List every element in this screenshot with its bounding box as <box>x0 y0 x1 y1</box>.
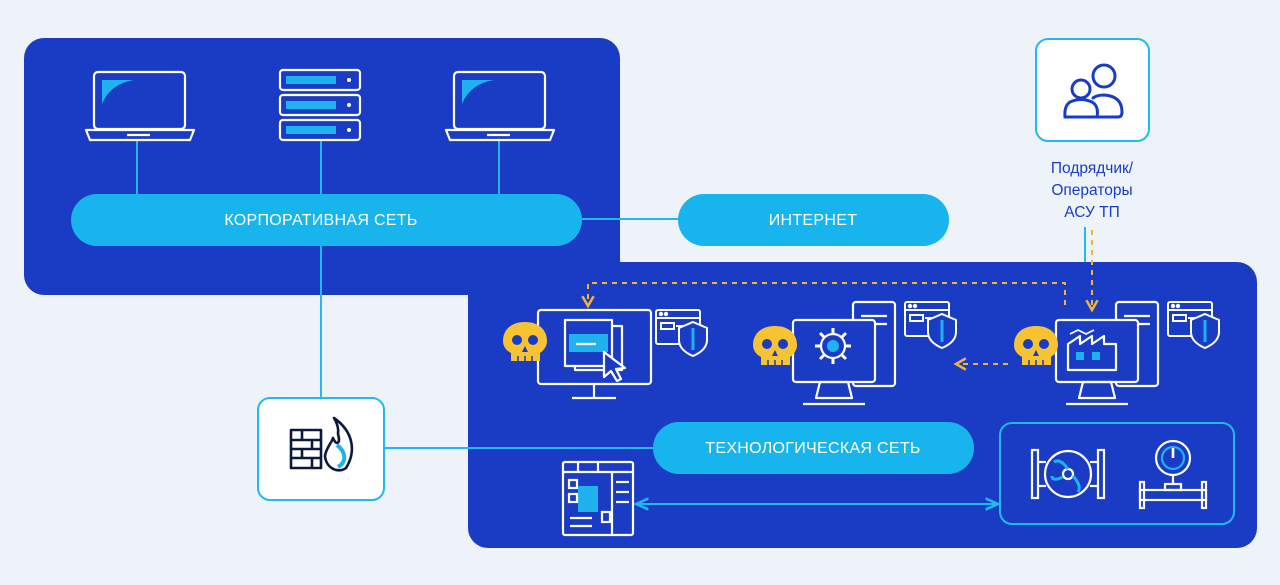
contractor-caption-line-2: Операторы <box>1051 182 1132 199</box>
valve-icon <box>1030 448 1106 500</box>
firewall-box <box>257 397 385 501</box>
window-shield-icon <box>655 309 708 358</box>
window-shield-icon <box>1167 301 1220 350</box>
contractor-box <box>1035 38 1150 142</box>
contractor-caption-line-3: АСУ ТП <box>1064 204 1119 221</box>
laptop-icon <box>84 70 196 142</box>
technological-network-label: ТЕХНОЛОГИЧЕСКАЯ СЕТЬ <box>705 440 920 457</box>
window-shield-icon <box>904 301 957 350</box>
technological-network-pill: ТЕХНОЛОГИЧЕСКАЯ СЕТЬ <box>653 422 974 474</box>
skull-threat-icon <box>1014 326 1058 365</box>
engineering-workstation-icon <box>791 318 877 406</box>
scada-workstation-icon <box>1054 318 1140 406</box>
plc-controller-icon <box>561 460 635 537</box>
internet-label: ИНТЕРНЕТ <box>769 212 858 229</box>
users-icon <box>1063 63 1124 119</box>
server-rack-icon <box>278 68 362 142</box>
firewall-icon <box>289 416 354 472</box>
corporate-network-pill: КОРПОРАТИВНАЯ СЕТЬ <box>71 194 582 246</box>
skull-threat-icon <box>503 322 547 361</box>
contractor-caption: Подрядчик/ Операторы АСУ ТП <box>1051 160 1134 221</box>
laptop-icon <box>444 70 556 142</box>
corporate-network-label: КОРПОРАТИВНАЯ СЕТЬ <box>224 212 417 229</box>
pressure-gauge-icon <box>1138 439 1208 510</box>
field-devices-box <box>999 422 1235 525</box>
skull-threat-icon <box>753 326 797 365</box>
connection-lines <box>136 140 1086 449</box>
attack-paths <box>581 230 1099 371</box>
internet-pill: ИНТЕРНЕТ <box>678 194 949 246</box>
contractor-caption-line-1: Подрядчик/ <box>1051 160 1134 177</box>
attack-path-top <box>581 282 1066 309</box>
